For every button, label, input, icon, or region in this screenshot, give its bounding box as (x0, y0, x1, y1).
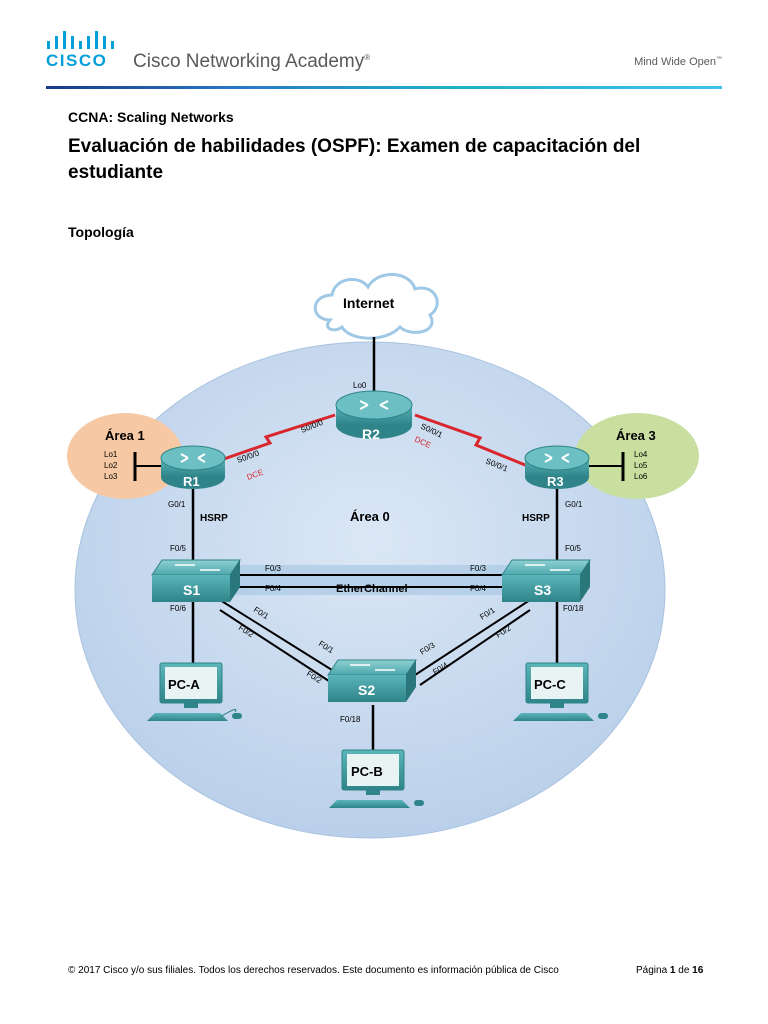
s3-f05-label: F0/5 (565, 544, 582, 553)
internet-cloud-icon: Internet (313, 273, 439, 340)
etherchannel-label: EtherChannel (336, 583, 408, 595)
s1-label: S1 (183, 582, 200, 598)
topology-diagram: Área 1 Área 3 Área 0 Internet Lo0 S0/0/0… (67, 273, 699, 839)
s3-f04-label: F0/4 (470, 584, 487, 593)
r1-lo3: Lo3 (104, 472, 118, 481)
area3-label: Área 3 (616, 428, 656, 443)
router-arrows-icon (180, 453, 206, 463)
router-r2: R2 (335, 390, 413, 442)
hsrp-left-label: HSRP (200, 513, 228, 524)
area0-label: Área 0 (350, 509, 390, 524)
page-header: CISCO Cisco Networking Academy® Mind Wid… (0, 0, 768, 92)
area3-region (575, 413, 699, 499)
switch-arrows-icon (175, 564, 220, 571)
r3-lo4: Lo4 (634, 450, 648, 459)
r2-label: R2 (362, 426, 380, 442)
s2-f18-label: F0/18 (340, 715, 361, 724)
r1-lo1: Lo1 (104, 450, 118, 459)
s3-label: S3 (534, 582, 551, 598)
r2-lo0-label: Lo0 (353, 381, 367, 390)
academy-name: Cisco Networking Academy® (133, 51, 371, 72)
pcc-label: PC-C (534, 677, 566, 692)
router-arrows-icon (359, 400, 389, 410)
s3-f03-label: F0/3 (470, 564, 487, 573)
r3-label: R3 (547, 474, 564, 489)
s1-f03-label: F0/3 (265, 564, 282, 573)
switch-s1: S1 (151, 559, 241, 602)
switch-arrows-icon (525, 564, 570, 571)
r3-lo6: Lo6 (634, 472, 648, 481)
cisco-wordmark: CISCO (46, 51, 108, 70)
switch-s2: S2 (327, 659, 417, 702)
pca-label: PC-A (168, 677, 200, 692)
s1-f04-label: F0/4 (265, 584, 282, 593)
s1-f06-label: F0/6 (170, 604, 187, 613)
switch-arrows-icon (350, 664, 395, 671)
internet-label: Internet (343, 295, 395, 311)
s2-label: S2 (358, 682, 375, 698)
page-number: Página 1 de 16 (636, 965, 704, 976)
r3-g01-label: G0/1 (565, 500, 583, 509)
pc-a: PC-A (147, 662, 242, 721)
copyright-notice: © 2017 Cisco y/o sus filiales. Todos los… (68, 965, 559, 976)
course-name: CCNA: Scaling Networks (68, 109, 234, 125)
pcb-label: PC-B (351, 764, 383, 779)
tagline: Mind Wide Open™ (634, 56, 722, 68)
area1-label: Área 1 (105, 428, 145, 443)
r1-g01-label: G0/1 (168, 500, 186, 509)
r1-label: R1 (183, 474, 200, 489)
s1-f05-label: F0/5 (170, 544, 187, 553)
serial-link-r2-r3 (414, 413, 531, 469)
hsrp-right-label: HSRP (522, 513, 550, 524)
pc-b: PC-B (329, 749, 424, 808)
document-title: Evaluación de habilidades (OSPF): Examen… (68, 136, 641, 183)
switch-s3: S3 (501, 559, 591, 602)
r1-lo2: Lo2 (104, 461, 118, 470)
r3-lo5: Lo5 (634, 461, 648, 470)
section-heading: Topología (68, 224, 134, 240)
router-r3: R3 (524, 445, 590, 489)
cisco-logo-bars-icon (47, 31, 114, 49)
header-divider (46, 86, 722, 89)
serial-link-r1-r2 (217, 413, 336, 463)
router-r1: R1 (160, 445, 226, 489)
area1-region (67, 413, 183, 499)
router-arrows-icon (544, 453, 570, 463)
pc-c: PC-C (513, 662, 608, 721)
s3-f18-label: F0/18 (563, 604, 584, 613)
etherchannel-bundle (225, 565, 525, 595)
